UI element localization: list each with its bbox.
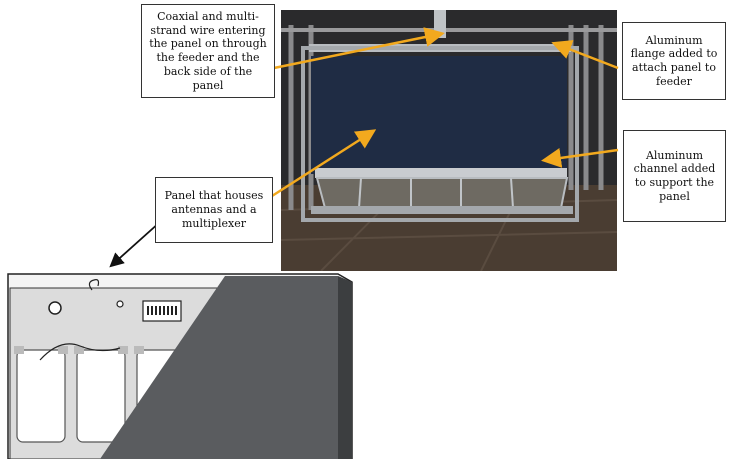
small-hole xyxy=(116,300,124,308)
schematic-arrow xyxy=(109,221,161,268)
coax-callout: Coaxial and multi- strand wire entering … xyxy=(141,4,275,98)
multiplexer-icon xyxy=(142,300,182,322)
flange-callout: Aluminum flange added to attach panel to… xyxy=(622,22,726,100)
antenna-panel xyxy=(311,56,567,174)
panel-schematic xyxy=(7,273,353,459)
feeder-photo xyxy=(281,10,617,271)
panel-callout: Panel that houses antennas and a multipl… xyxy=(155,177,273,243)
mount-hole xyxy=(48,301,62,315)
channel-callout: Aluminum channel added to support the pa… xyxy=(623,130,726,222)
